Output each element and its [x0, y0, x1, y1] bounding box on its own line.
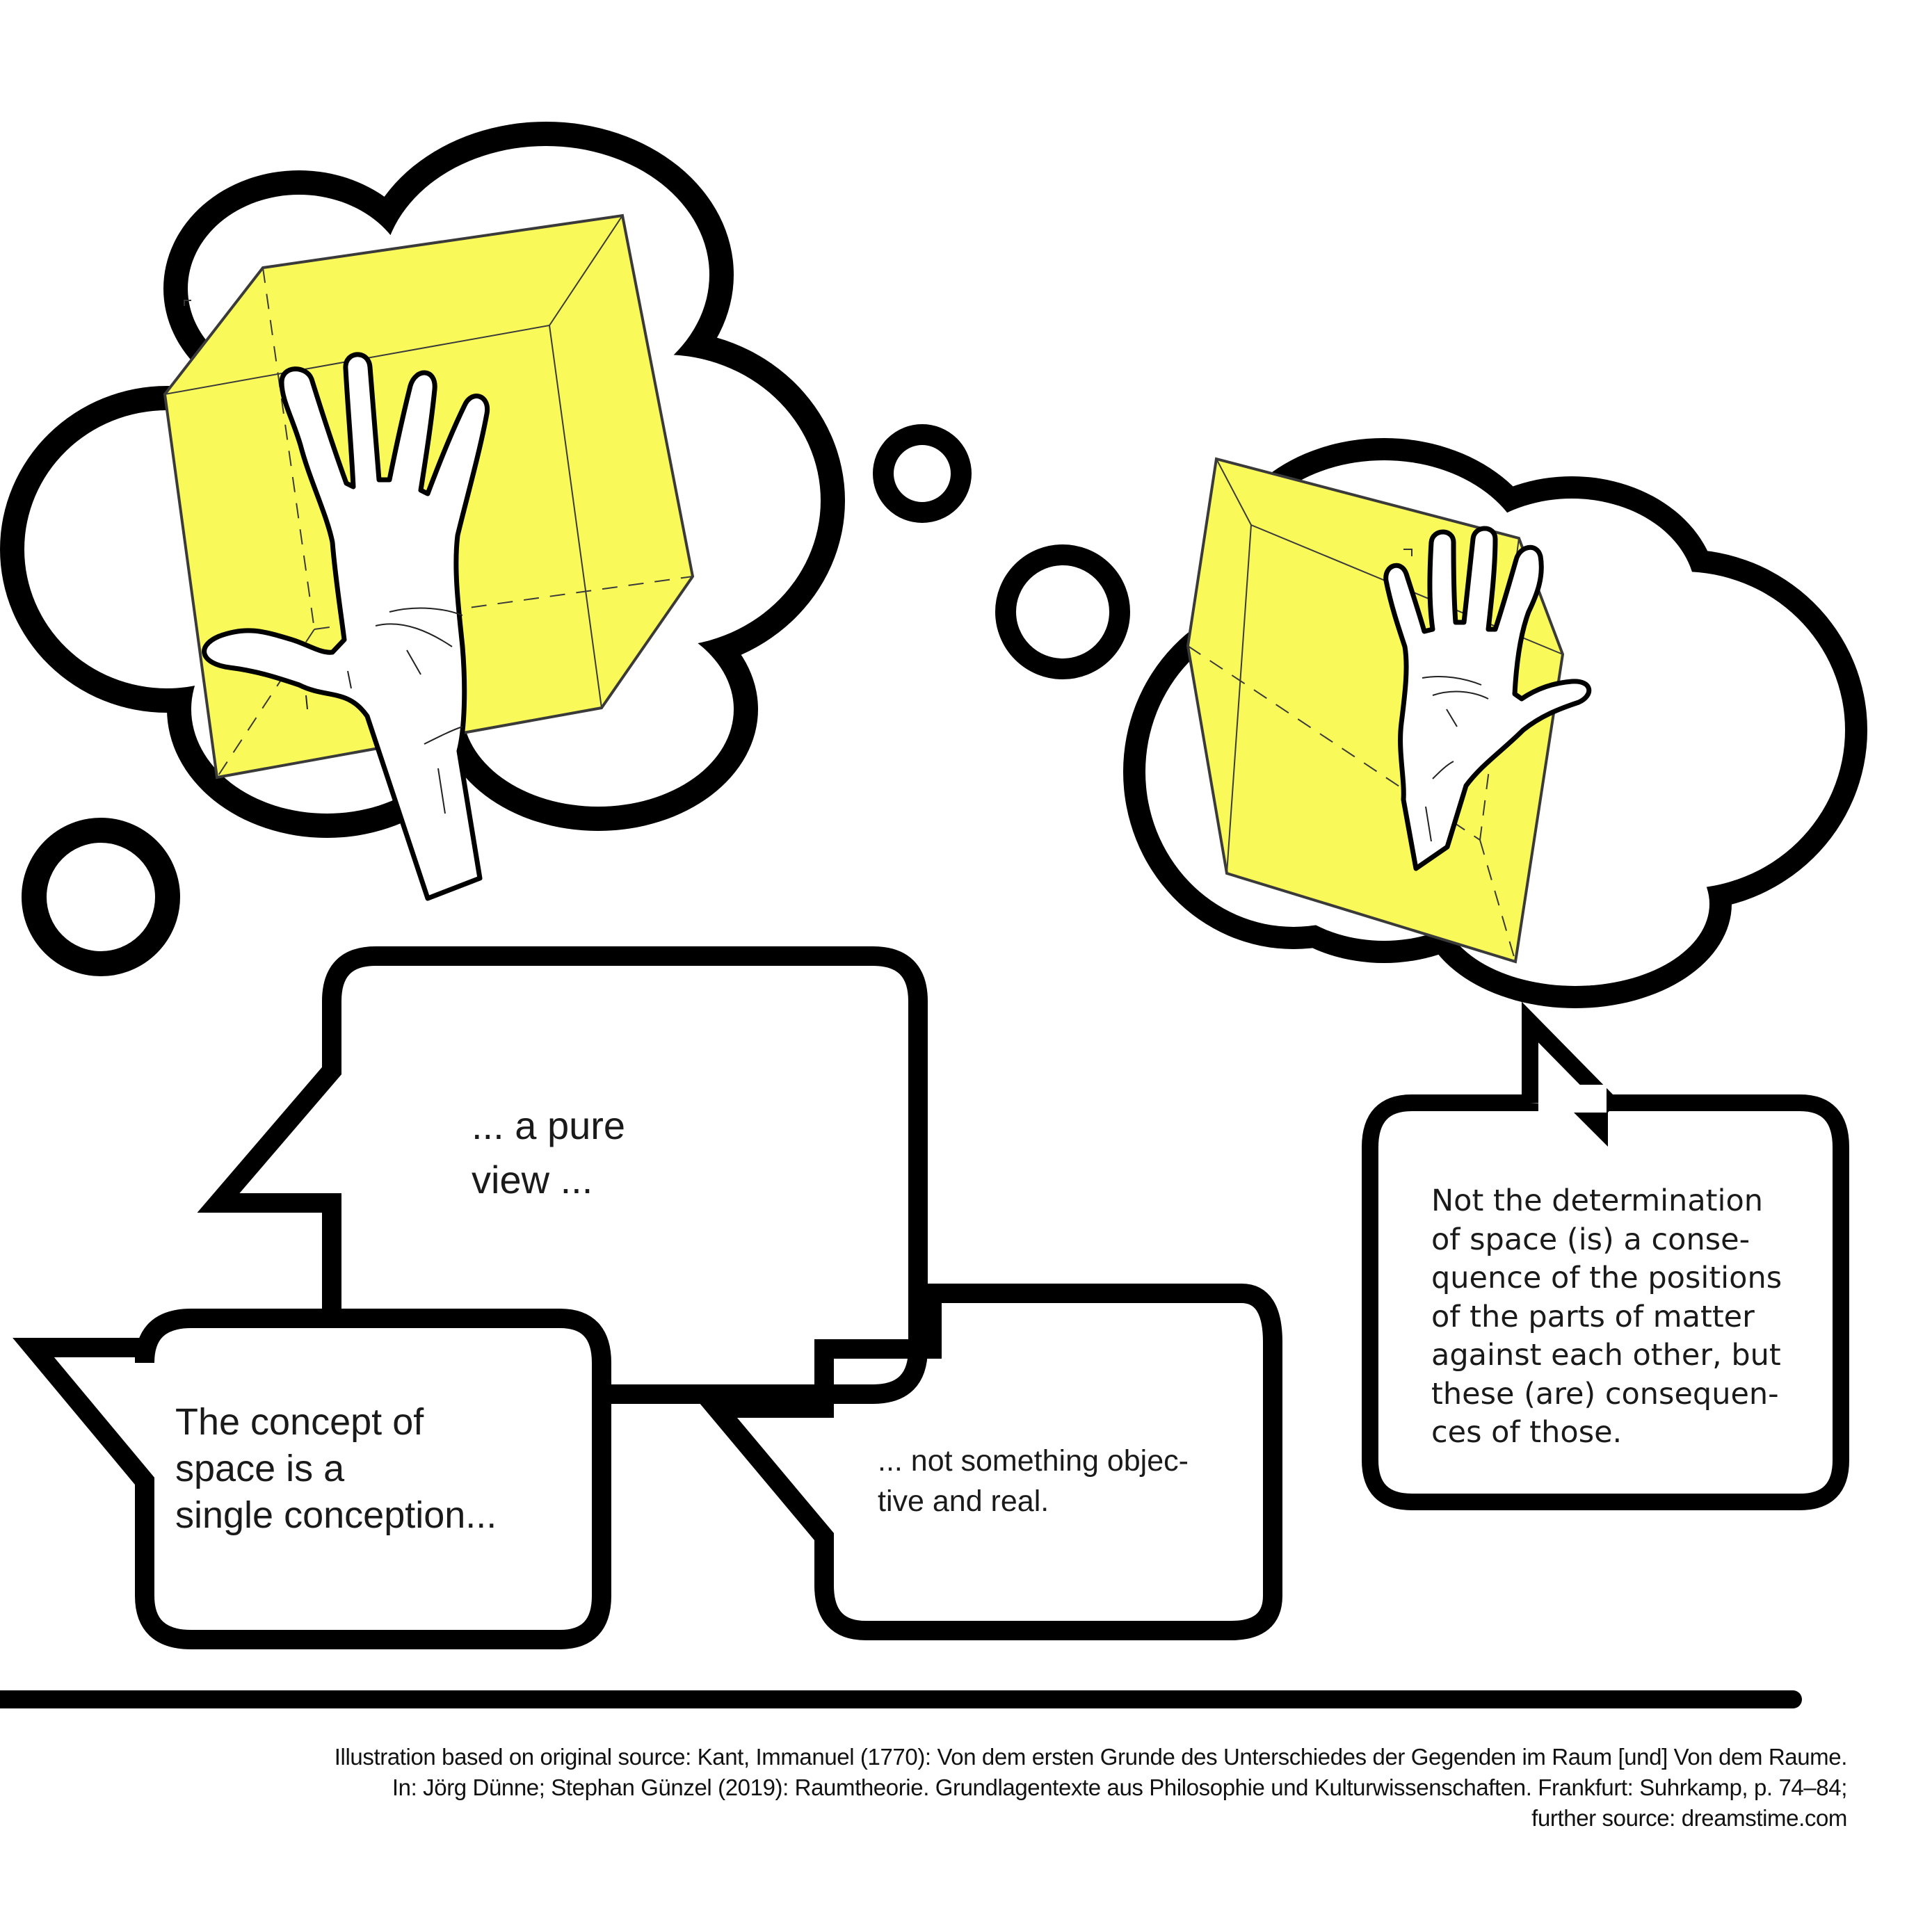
concept-text: The concept of space is a single concept…: [175, 1401, 497, 1536]
caption-line-3: further source: dreamstime.com: [1531, 1805, 1847, 1831]
right-thought-cloud: [1123, 438, 1867, 1008]
pure-view-text: ... a pure view ...: [472, 1104, 626, 1202]
caption-line-1: Illustration based on original source: K…: [334, 1744, 1848, 1770]
thought-trail-circle-large: [22, 818, 180, 976]
left-hand-icon: [202, 352, 490, 901]
objective-text: ... not something objec- tive and real.: [878, 1444, 1189, 1518]
caption-line-2: In: Jörg Dünne; Stephan Günzel (2019): R…: [392, 1775, 1848, 1800]
speech-bubble-objective: [695, 1284, 1282, 1640]
thought-trail-circle-small: [873, 424, 972, 523]
speech-bubble-concept: [13, 1309, 611, 1649]
left-thought-cloud: [0, 122, 845, 901]
thought-trail-circle-medium: [995, 544, 1130, 679]
determination-text: Not the determination of space (is) a co…: [1431, 1183, 1782, 1450]
right-hand-icon: [1383, 526, 1592, 871]
speech-bubble-determination: [1362, 1037, 1849, 1510]
source-caption: Illustration based on original source: K…: [334, 1742, 1848, 1834]
